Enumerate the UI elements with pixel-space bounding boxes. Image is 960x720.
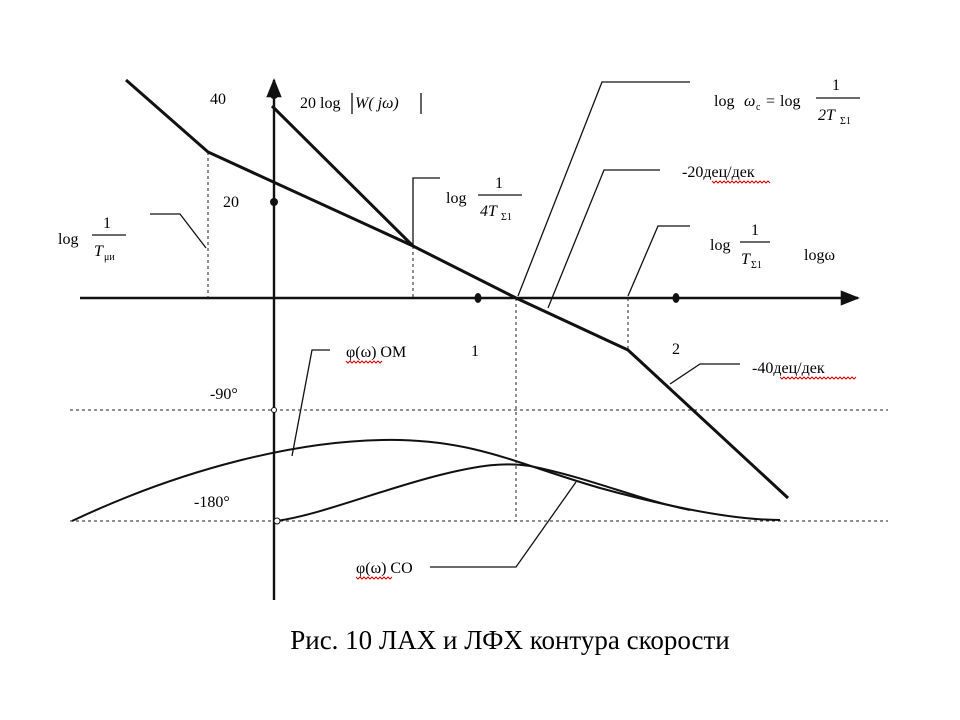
svg-text:μи: μи (104, 252, 115, 263)
label-log-1-over-t1: log 1 T Σ1 (710, 222, 770, 271)
svg-text:=: = (766, 93, 775, 110)
phase-curve-om (71, 438, 781, 522)
phase-om-label: φ(ω) ОМ (346, 344, 406, 361)
slope-label-minus20: -20дец/дек (682, 164, 755, 181)
svg-text:W( jω): W( jω) (355, 95, 399, 112)
phase-curve-co (275, 463, 691, 522)
svg-text:T: T (94, 243, 104, 260)
point-minus-90 (271, 407, 277, 413)
lax-broken-line (125, 78, 790, 500)
svg-text:ω: ω (744, 93, 755, 110)
magnitude-label: 20 log W( jω) (300, 93, 422, 114)
svg-text:log: log (58, 231, 78, 248)
spellcheck-underline-minus20 (711, 180, 771, 184)
svg-text:Σ1: Σ1 (501, 212, 512, 223)
point-20 (270, 198, 278, 206)
leader-t1 (627, 225, 690, 297)
svg-text:20 log: 20 log (300, 95, 340, 112)
x-tick-1: 1 (471, 343, 479, 360)
svg-text:log: log (710, 237, 730, 254)
label-log-1-over-4t: log 1 4T Σ1 (446, 175, 522, 223)
svg-text:1: 1 (832, 77, 840, 94)
svg-text:log: log (446, 190, 466, 207)
svg-text:log: log (780, 93, 800, 110)
slope-label-minus40: -40дец/дек (752, 360, 825, 377)
label-crossover-frequency: log ω c = log 1 2T Σ1 (714, 77, 860, 127)
point-40 (270, 91, 278, 99)
point-x2 (672, 293, 680, 303)
figure-caption: Рис. 10 ЛАХ и ЛФХ контура скорости (290, 625, 730, 655)
svg-text:2T: 2T (818, 107, 836, 124)
label-log-1-over-tmu: log 1 T μи (58, 215, 126, 263)
spellcheck-underline-minus40 (779, 376, 857, 380)
svg-text:1: 1 (103, 215, 111, 232)
leader-tmu (150, 213, 207, 249)
leader-co (430, 481, 577, 568)
phase-label-minus-90: -90° (210, 386, 238, 403)
svg-text:Σ1: Σ1 (840, 116, 851, 127)
svg-text:log: log (714, 93, 734, 110)
leader-om (291, 349, 330, 457)
spellcheck-underline-co (355, 576, 393, 580)
svg-text:1: 1 (751, 222, 759, 239)
y-tick-40: 40 (210, 91, 226, 108)
leader-4t (412, 177, 440, 246)
point-x1 (474, 293, 482, 303)
y-tick-20: 20 (223, 194, 239, 211)
leader-minus40 (669, 363, 740, 385)
leader-wc (517, 81, 690, 297)
spellcheck-underline-om (345, 360, 383, 364)
x-axis-label: logω (804, 247, 835, 264)
phase-label-minus-180: -180° (194, 494, 230, 511)
phase-co-label: φ(ω) СО (356, 560, 413, 577)
svg-text:4T: 4T (480, 203, 498, 220)
x-tick-2: 2 (672, 341, 680, 358)
point-minus-180 (273, 517, 281, 525)
svg-text:T: T (741, 251, 751, 268)
leader-minus20 (547, 169, 660, 309)
svg-text:1: 1 (495, 175, 503, 192)
lax-steep-asymptote (270, 104, 415, 248)
svg-text:Σ1: Σ1 (751, 260, 762, 271)
svg-text:c: c (756, 102, 761, 113)
